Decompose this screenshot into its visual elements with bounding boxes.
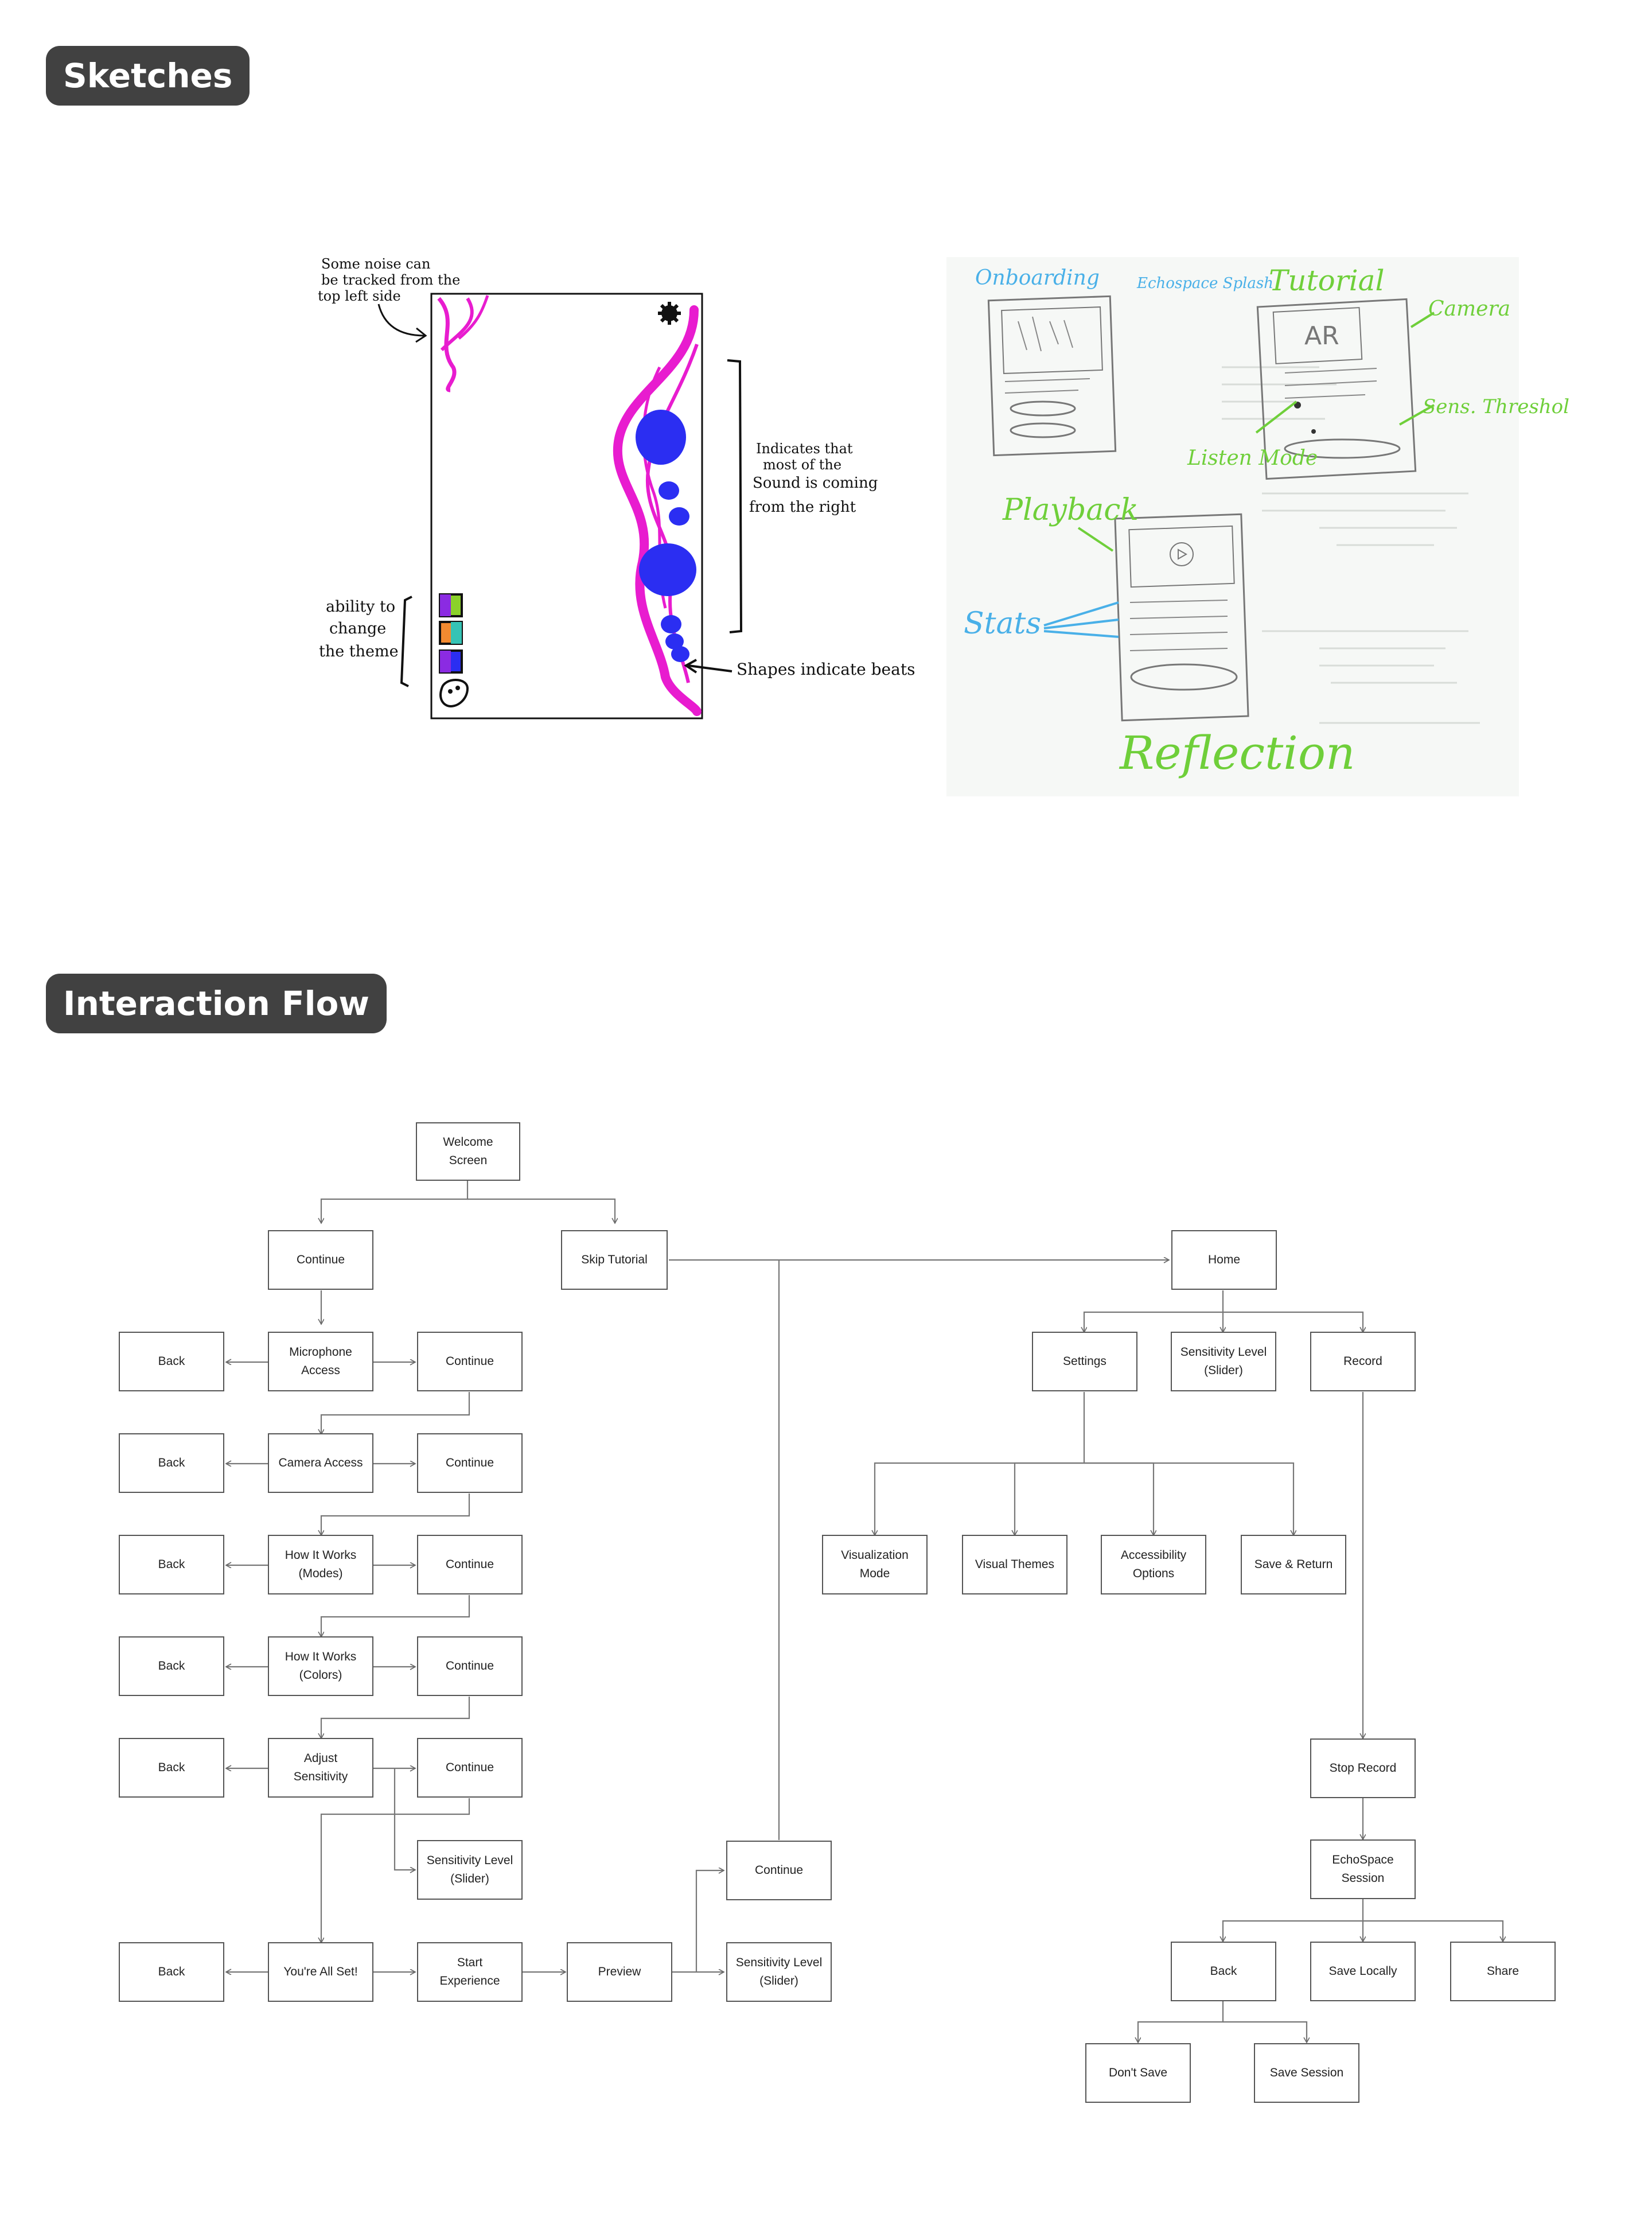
note-top-line-1: Some noise can — [321, 256, 430, 272]
flow-node-back: Back — [119, 1535, 224, 1594]
flow-node-back: Back — [1171, 1942, 1276, 2001]
flow-node-continue: Continue — [417, 1332, 523, 1391]
wireframe-reflection — [1114, 513, 1249, 722]
flow-node-back: Back — [119, 1942, 224, 2002]
flow-node-home: Home — [1171, 1230, 1277, 1290]
flow-node-back: Back — [119, 1433, 224, 1493]
wireframe-tutorial — [1256, 298, 1417, 480]
beat-shape-small-3 — [661, 615, 681, 633]
beat-shape-small-5 — [671, 646, 689, 662]
flow-node-dont-save: Don't Save — [1085, 2043, 1191, 2103]
beat-shape-small-1 — [659, 481, 679, 500]
flow-node-sensitivity-level-slider: Sensitivity Level (Slider) — [417, 1840, 523, 1900]
sketches-section-title: Sketches — [46, 46, 250, 106]
label-camera: Camera — [1428, 297, 1510, 321]
flow-node-stop-record: Stop Record — [1310, 1738, 1416, 1798]
label-onboarding: Onboarding — [975, 266, 1100, 290]
flow-node-save-and-return: Save & Return — [1241, 1535, 1346, 1594]
arrow-top-note — [377, 304, 425, 337]
label-listen-mode: Listen Mode — [1187, 446, 1318, 470]
sound-wave-inner-1 — [645, 344, 699, 683]
theme-swatch-green — [439, 593, 463, 617]
flow-node-youre-all-set: You're All Set! — [268, 1942, 373, 2002]
label-tutorial: Tutorial — [1269, 264, 1384, 297]
theme-swatch-purple-half — [440, 651, 451, 672]
flow-node-continue: Continue — [268, 1230, 373, 1290]
paper-background — [946, 257, 1519, 796]
noise-squiggle-3 — [458, 295, 489, 340]
flow-node-continue: Continue — [417, 1433, 523, 1493]
label-sens-threshold: Sens. Threshol — [1423, 395, 1569, 418]
flow-node-skip-tutorial: Skip Tutorial — [561, 1230, 668, 1290]
sound-wave-inner-2 — [642, 366, 667, 609]
flow-node-back: Back — [119, 1738, 224, 1798]
flow-node-continue: Continue — [726, 1841, 832, 1900]
flow-node-back: Back — [119, 1636, 224, 1696]
noise-squiggle-1 — [437, 297, 457, 392]
label-playback: Playback — [1002, 493, 1139, 527]
flow-node-settings: Settings — [1032, 1332, 1137, 1391]
label-echospace-splash: Echospace Splash — [1136, 275, 1273, 292]
beat-shape-small-4 — [665, 633, 684, 649]
bracket-left-note — [400, 596, 412, 687]
flow-node-how-it-works-modes: How It Works (Modes) — [268, 1535, 373, 1594]
note-left-line-1: ability to — [326, 598, 395, 616]
beat-shape-small-2 — [669, 507, 689, 526]
flow-node-visual-themes: Visual Themes — [962, 1535, 1067, 1594]
label-stats: Stats — [964, 606, 1041, 641]
flow-node-sensitivity-level-slider: Sensitivity Level (Slider) — [1171, 1332, 1276, 1391]
note-top-line-3: top left side — [318, 288, 401, 304]
gear-icon — [658, 302, 681, 325]
flow-node-save-locally: Save Locally — [1310, 1942, 1416, 2001]
note-right-line-2: most of the — [763, 457, 841, 473]
flow-node-start-experience: Start Experience — [417, 1942, 523, 2002]
theme-swatch-blue — [439, 649, 463, 674]
flow-node-continue: Continue — [417, 1738, 523, 1798]
note-left-line-3: the theme — [319, 643, 399, 660]
flow-node-save-session: Save Session — [1254, 2043, 1359, 2103]
flow-node-preview: Preview — [567, 1942, 672, 2002]
note-right-line-1: Indicates that — [756, 441, 853, 457]
palette-icon — [439, 679, 469, 707]
flow-node-continue: Continue — [417, 1535, 523, 1594]
flow-node-record: Record — [1310, 1332, 1416, 1391]
theme-swatch-green-half — [440, 594, 451, 616]
note-beats: Shapes indicate beats — [737, 660, 915, 679]
sound-wave-main — [613, 305, 702, 716]
label-ar: AR — [1304, 321, 1339, 351]
flow-node-continue: Continue — [417, 1636, 523, 1696]
beat-shape-large-2 — [639, 543, 696, 596]
theme-swatch-orange — [439, 621, 463, 645]
note-left-line-2: change — [329, 620, 386, 637]
arrow-beats-note — [688, 664, 733, 672]
flow-node-adjust-sensitivity: Adjust Sensitivity — [268, 1738, 373, 1798]
flow-node-camera-access: Camera Access — [268, 1433, 373, 1493]
flow-node-how-it-works-colors: How It Works (Colors) — [268, 1636, 373, 1696]
label-reflection: Reflection — [1119, 726, 1355, 780]
theme-swatch-teal-half — [451, 622, 462, 644]
noise-squiggle-2 — [440, 297, 474, 352]
bracket-right-note — [727, 359, 743, 633]
interaction-flow-section-title: Interaction Flow — [46, 974, 387, 1033]
beat-shape-large-1 — [636, 410, 686, 465]
flow-node-visualization-mode: Visualization Mode — [822, 1535, 928, 1594]
note-right-line-4: from the right — [749, 499, 856, 516]
flow-node-sensitivity-level-slider: Sensitivity Level (Slider) — [726, 1942, 832, 2002]
note-right-line-3: Sound is coming — [753, 474, 878, 492]
play-icon — [1170, 542, 1194, 566]
flow-node-microphone-access: Microphone Access — [268, 1332, 373, 1391]
flow-node-share: Share — [1450, 1942, 1556, 2001]
flow-node-accessibility-options: Accessibility Options — [1101, 1535, 1206, 1594]
note-top-line-2: be tracked from the — [321, 272, 460, 288]
phone-frame-outline — [430, 293, 703, 719]
flow-node-welcome-screen: Welcome Screen — [416, 1122, 520, 1181]
flow-node-echospace-session: EchoSpace Session — [1310, 1839, 1416, 1899]
flow-node-back: Back — [119, 1332, 224, 1391]
wireframe-onboarding — [987, 295, 1117, 457]
